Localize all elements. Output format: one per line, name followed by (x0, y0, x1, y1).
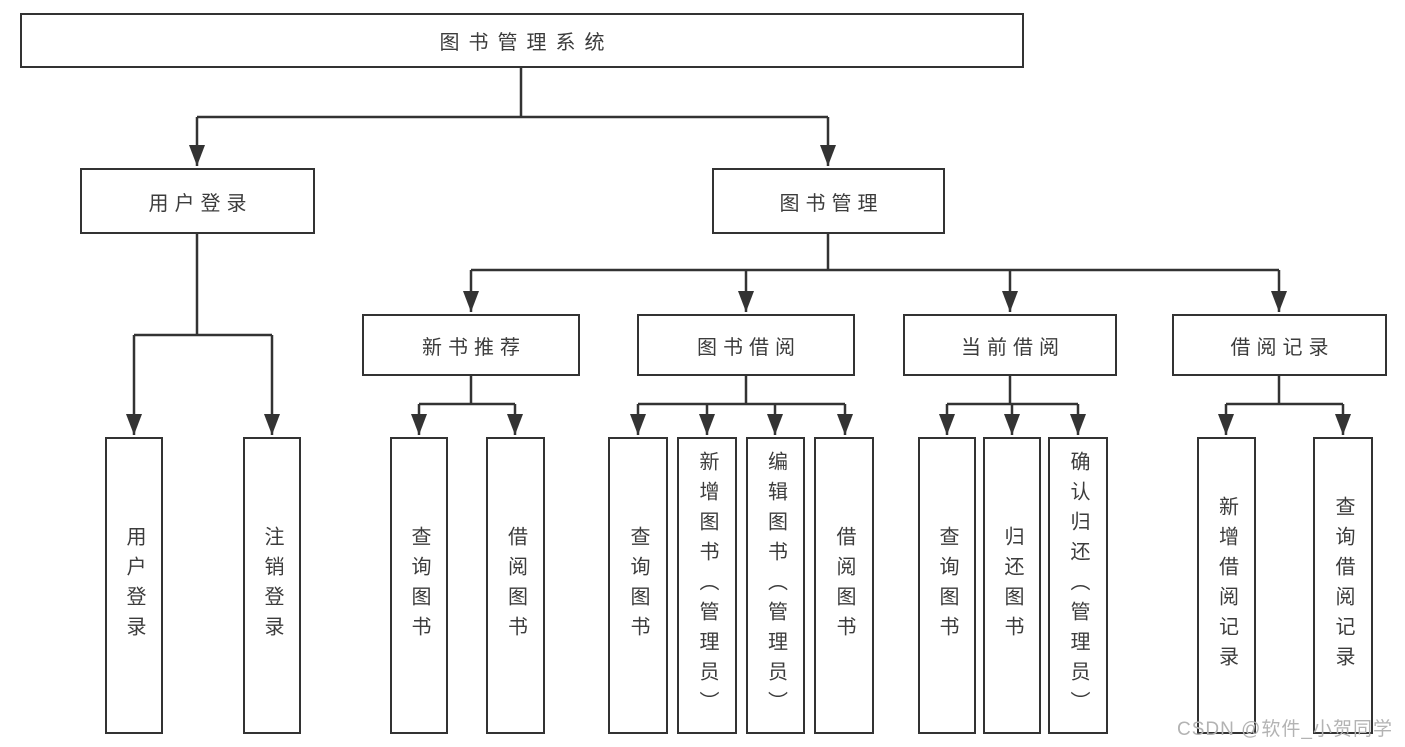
node-label: 新增借阅记录 (1215, 495, 1238, 676)
leaf-borrow-books-recommend: 借阅图书 (486, 437, 545, 734)
node-label: 查询图书 (627, 525, 649, 646)
node-label: 用户登录 (148, 192, 253, 215)
node-label: 注销登录 (261, 525, 283, 646)
node-book-management: 图书管理 (712, 168, 945, 234)
leaf-borrow-books: 借阅图书 (814, 437, 874, 734)
node-label: 查询借阅记录 (1332, 495, 1354, 676)
node-label: 借阅图书 (504, 525, 527, 646)
node-label: 新增图书（管理员） (696, 450, 718, 721)
node-label: 查询图书 (936, 525, 958, 646)
node-label: 借阅图书 (833, 525, 855, 646)
leaf-edit-book-admin: 编辑图书（管理员） (746, 437, 805, 734)
wires-root-to-level2 (189, 67, 836, 166)
wires-user-login-children (126, 234, 280, 435)
leaf-add-borrow-record: 新增借阅记录 (1197, 437, 1256, 734)
csdn-watermark: CSDN @软件_小贺同学 (1177, 719, 1393, 740)
wires-current-borrow-children (939, 376, 1086, 435)
node-label: 归还图书 (1001, 525, 1023, 646)
wires-book-management-children (463, 234, 1287, 312)
node-label: 当前借阅 (961, 336, 1065, 359)
node-root-label: 图书管理系统 (439, 32, 614, 54)
wires-new-book-children (411, 376, 523, 435)
leaf-logout: 注销登录 (243, 437, 301, 734)
wires-book-borrow-children (630, 376, 853, 435)
node-label: 借阅记录 (1230, 336, 1335, 359)
leaf-add-book-admin: 新增图书（管理员） (677, 437, 737, 734)
wires-borrow-records-children (1218, 376, 1351, 435)
leaf-return-book: 归还图书 (983, 437, 1041, 734)
leaf-user-login: 用户登录 (105, 437, 163, 734)
leaf-query-books-current: 查询图书 (918, 437, 976, 734)
leaf-confirm-return-admin: 确认归还（管理员） (1048, 437, 1108, 734)
node-label: 查询图书 (408, 525, 430, 646)
node-label: 用户登录 (123, 525, 145, 646)
leaf-query-borrow-record: 查询借阅记录 (1313, 437, 1373, 734)
node-book-borrow: 图书借阅 (637, 314, 855, 376)
node-label: 图书借阅 (697, 336, 801, 359)
leaf-query-books-recommend: 查询图书 (390, 437, 448, 734)
node-label: 图书管理 (779, 192, 884, 215)
node-label: 确认归还（管理员） (1067, 450, 1089, 721)
node-root: 图书管理系统 (20, 13, 1024, 68)
node-borrow-records: 借阅记录 (1172, 314, 1387, 376)
node-current-borrow: 当前借阅 (903, 314, 1117, 376)
node-new-book-recommend: 新书推荐 (362, 314, 580, 376)
node-label: 编辑图书（管理员） (764, 450, 787, 721)
node-label: 新书推荐 (422, 336, 526, 359)
node-user-login: 用户登录 (80, 168, 315, 234)
leaf-query-books-borrow: 查询图书 (608, 437, 668, 734)
